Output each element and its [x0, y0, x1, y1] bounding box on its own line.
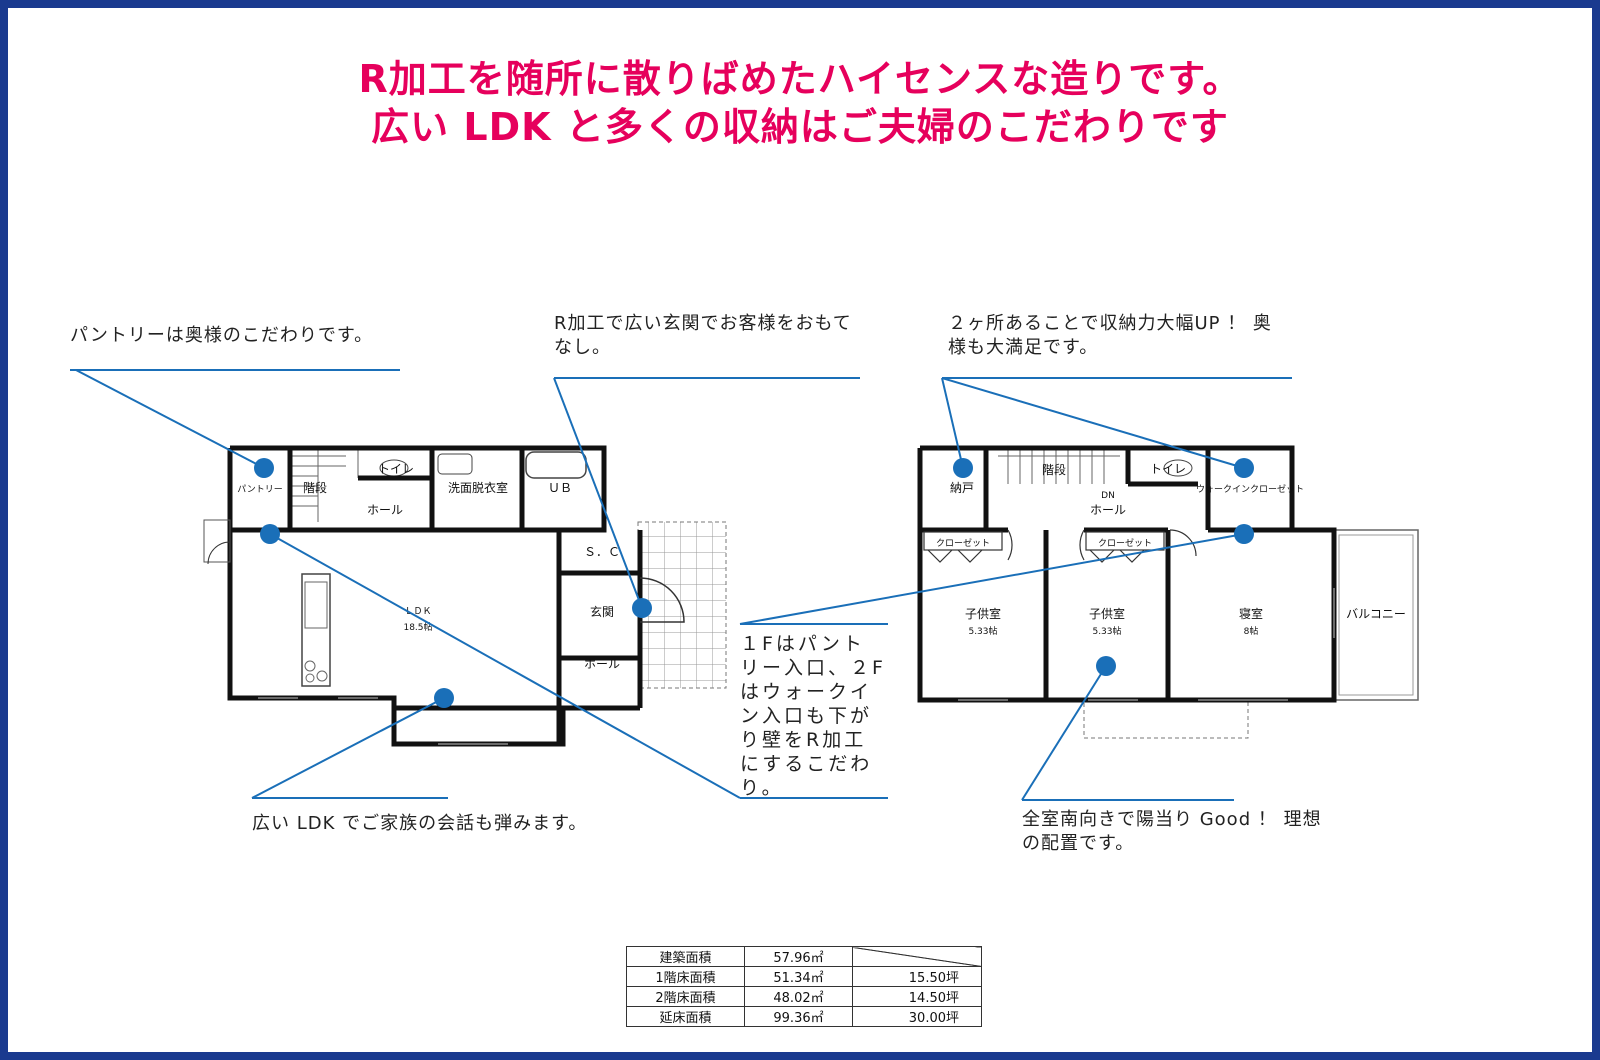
label-closet-1: クローゼット	[936, 537, 990, 549]
note-ldk: 広い LDK でご家族の会話も弾みます。	[252, 813, 588, 834]
label-shoe-closet: Ｓ．Ｃ	[584, 545, 620, 559]
label-hall-2-1f: ホール	[584, 657, 620, 671]
table-row: 1階床面積 51.34㎡ 15.50坪	[626, 966, 982, 987]
stair-treads-2f	[998, 448, 1120, 484]
marker-pantry	[254, 458, 274, 478]
kitchen-counter	[301, 573, 331, 687]
note-entrance: R加工で広い玄関でお客様をおもてなし。	[554, 313, 852, 358]
kitchen-sink	[304, 581, 328, 629]
label-stairs-1f: 階段	[303, 480, 327, 495]
floor-2-plan: 納戸 階段 トイレ ウォークインクローゼット DN ホール クローゼット クロー…	[917, 445, 1419, 739]
toilet-fixture-2f	[1163, 459, 1193, 477]
stair-treads-1f	[290, 448, 359, 522]
label-child-room-2: 子供室	[1089, 606, 1125, 621]
label-bedroom: 寝室	[1239, 606, 1263, 621]
bathtub	[525, 451, 587, 479]
label-walkin-closet: ウォークインクローゼット	[1196, 483, 1304, 495]
label-toilet-2f: トイレ	[1150, 462, 1186, 476]
label-balcony: バルコニー	[1346, 607, 1406, 621]
label-storeroom: 納戸	[950, 481, 974, 495]
marker-walkin-arch	[1234, 524, 1254, 544]
note-south-facing: 全室南向きで陽当り Good ！ 理想の配置です。	[1022, 809, 1322, 854]
label-child-room-1-size: 5.33帖	[968, 625, 997, 637]
marker-pantry-arch	[260, 524, 280, 544]
label-dn: DN	[1101, 491, 1115, 501]
label-toilet-1f: トイレ	[378, 462, 414, 476]
label-pantry-1f: パントリー	[237, 484, 282, 495]
note-arch: １Fはパントリー入口、２Fはウォークイン入口も下がり壁をR加工にするこだわり。	[740, 633, 886, 799]
label-entrance: 玄関	[590, 604, 614, 619]
note-storage: ２ヶ所あることで収納力大幅UP ！ 奥様も大満足です。	[948, 313, 1272, 358]
entrance-door	[639, 577, 685, 623]
roof-outline	[1083, 697, 1249, 739]
label-child-room-2-size: 5.33帖	[1092, 625, 1121, 637]
label-ldk: ＬＤＫ	[404, 607, 431, 617]
label-ldk-size: 18.5帖	[403, 621, 432, 633]
floor-plans: パントリー 階段 トイレ 洗面脱衣室 ＵＢ ホール Ｓ．Ｃ 玄関 ホール ＬＤＫ…	[70, 369, 1419, 801]
label-washroom: 洗面脱衣室	[448, 480, 508, 495]
callout-markers	[254, 458, 1254, 708]
label-closet-2: クローゼット	[1098, 537, 1152, 549]
note-pantry: パントリーは奥様のこだわりです。	[70, 325, 374, 346]
walls-2f	[917, 445, 1337, 703]
floor-1-plan: パントリー 階段 トイレ 洗面脱衣室 ＵＢ ホール Ｓ．Ｃ 玄関 ホール ＬＤＫ…	[203, 445, 727, 747]
table-row: 建築面積 57.96㎡	[626, 946, 982, 967]
table-row: 2階床面積 48.02㎡ 14.50坪	[626, 986, 982, 1007]
marker-child-room	[1096, 656, 1116, 676]
label-child-room-1: 子供室	[965, 606, 1001, 621]
label-ub: ＵＢ	[548, 481, 572, 495]
headline-line-1: R加工を随所に散りばめたハイセンスな造りです。	[358, 57, 1242, 101]
callout-lines	[70, 369, 1292, 801]
label-stairs-2f: 階段	[1042, 462, 1066, 477]
table-row: 延床面積 99.36㎡ 30.00坪	[626, 1006, 982, 1027]
side-door	[207, 541, 231, 565]
washbasin	[437, 453, 473, 475]
label-hall-1f: ホール	[367, 503, 403, 517]
marker-entrance	[632, 598, 652, 618]
label-bedroom-size: 8帖	[1244, 625, 1259, 637]
headline-line-2: 広い LDK と多くの収納はご夫婦のこだわりです	[371, 105, 1229, 149]
label-hall-2f: ホール	[1090, 503, 1126, 517]
marker-walkin	[1234, 458, 1254, 478]
marker-ldk	[434, 688, 454, 708]
stove-burner	[304, 660, 316, 672]
area-table: 建築面積 57.96㎡ 1階床面積 51.34㎡ 15.50坪 2階床面積 48…	[626, 946, 982, 1027]
marker-storeroom	[953, 458, 973, 478]
porch-tiles	[638, 522, 726, 688]
